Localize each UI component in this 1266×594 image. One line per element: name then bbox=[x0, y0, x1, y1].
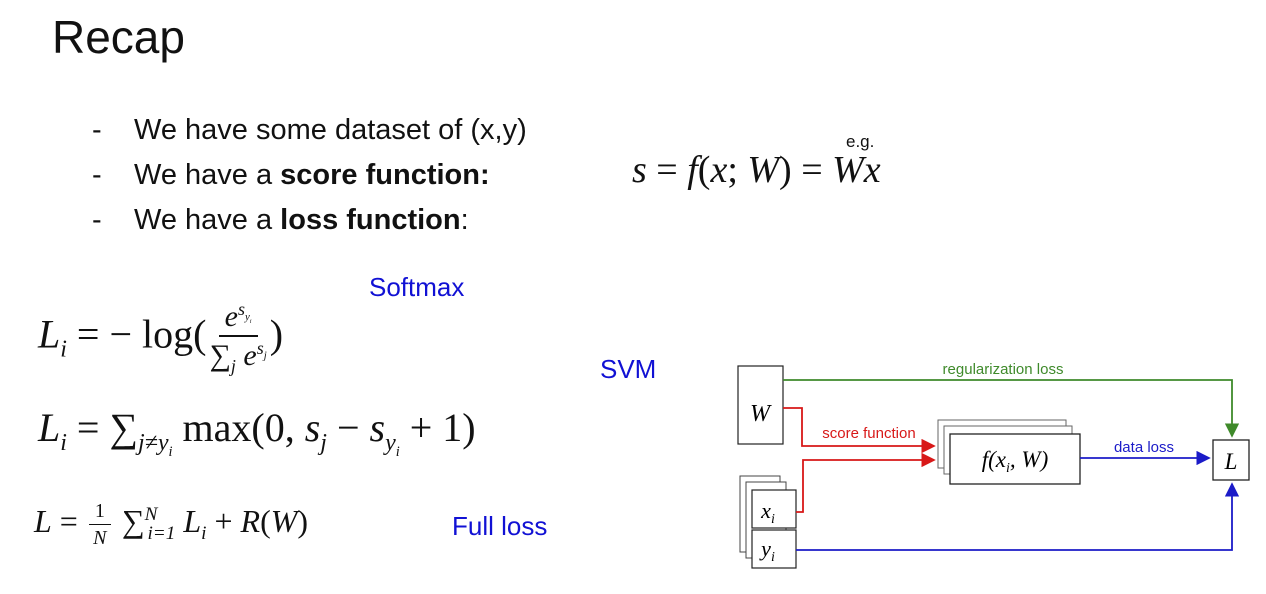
f-node-label-tail: , W) bbox=[1010, 447, 1048, 472]
regularization-loss-label: regularization loss bbox=[943, 361, 1064, 378]
xi-node-subscript: i bbox=[771, 512, 775, 527]
w-node bbox=[737, 365, 784, 445]
xi-node bbox=[751, 489, 797, 529]
svm-loss-equation: Li = ∑j≠yi max(0, sj − syi + 1) bbox=[38, 405, 476, 460]
l-node bbox=[1212, 439, 1250, 481]
f-node-label: f(x bbox=[982, 447, 1007, 472]
svg-text:f(xi, W): f(xi, W) bbox=[982, 447, 1048, 476]
bullet-item-loss-function: - We have a loss function: bbox=[92, 204, 469, 236]
score-function-arrow-x bbox=[796, 452, 936, 513]
softmax-label: Softmax bbox=[369, 272, 465, 302]
svg-text:yi: yi bbox=[759, 536, 775, 565]
yi-node bbox=[751, 529, 797, 569]
label-to-loss-arrow bbox=[796, 482, 1240, 551]
svg-text:xi: xi bbox=[760, 498, 775, 527]
score-function-arrow-w bbox=[783, 407, 936, 454]
softmax-loss-equation: Li = − log(esyi∑j esj) bbox=[38, 299, 284, 376]
w-node-label: W bbox=[750, 401, 772, 427]
xi-node-label: x bbox=[760, 498, 771, 523]
slide-title: Recap bbox=[52, 11, 185, 63]
yi-node-label: y bbox=[759, 536, 771, 561]
f-node-subscript: i bbox=[1006, 461, 1010, 476]
score-function-equation: s = f(x; W) = Wx bbox=[632, 149, 881, 191]
bullet-item-score-function: - We have a score function: bbox=[92, 159, 490, 191]
bullet-list: - We have some dataset of (x,y) - We hav… bbox=[92, 108, 527, 243]
full-loss-label: Full loss bbox=[452, 511, 548, 541]
yi-node-subscript: i bbox=[771, 550, 775, 565]
f-node bbox=[949, 433, 1081, 485]
data-loss-label: data loss bbox=[1114, 439, 1174, 456]
l-node-label: L bbox=[1224, 449, 1238, 474]
eg-annotation: e.g. bbox=[846, 132, 875, 151]
svm-label: SVM bbox=[600, 354, 657, 384]
score-function-label: score function bbox=[822, 425, 915, 442]
regularization-loss-arrow bbox=[783, 379, 1240, 438]
bullet-item-dataset: - We have some dataset of (x,y) bbox=[92, 114, 527, 146]
